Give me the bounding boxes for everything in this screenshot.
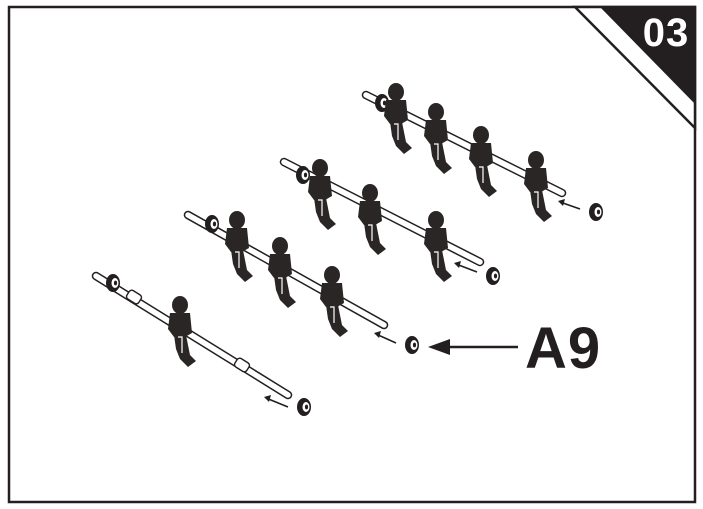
rod-1-collar-2 <box>233 357 251 373</box>
rod-2-player-2 <box>267 236 297 309</box>
step-number: 03 <box>642 11 690 55</box>
rod-4-player-2 <box>423 102 453 175</box>
rod-4-arrow <box>558 199 581 210</box>
rod-1-bumper <box>297 398 311 416</box>
rod-2-player-1 <box>224 210 254 283</box>
rod-3-player-3 <box>423 210 453 283</box>
step-badge-corner <box>571 5 697 132</box>
rod-2-bumper <box>405 336 419 354</box>
rod-4-player-1 <box>383 82 413 155</box>
rod-1-player <box>167 295 197 368</box>
rod-2 <box>183 210 419 354</box>
frame-border <box>7 5 697 504</box>
rod-4 <box>361 82 603 223</box>
callout-arrow <box>428 339 518 355</box>
rod-1-collar <box>125 289 143 305</box>
rod-3-player-1 <box>307 158 337 231</box>
rod-4-bumper <box>589 203 603 221</box>
rod-4-player-3 <box>468 125 498 198</box>
rod-3 <box>279 157 500 285</box>
rod-1 <box>91 271 311 416</box>
rod-2-end-bushing <box>205 215 219 233</box>
part-label-a9: A9 <box>525 316 602 381</box>
rod-3-bumper <box>486 267 500 285</box>
rod-4-player-4 <box>523 150 553 223</box>
rod-1-arrow <box>264 395 289 408</box>
rod-3-arrow <box>454 261 478 273</box>
rod-3-player-2 <box>357 183 387 256</box>
rod-1-end-bushing <box>106 274 120 292</box>
rod-3-end-bushing <box>296 166 310 184</box>
rod-2-player-3 <box>319 265 349 338</box>
rod-2-arrow <box>374 331 397 344</box>
